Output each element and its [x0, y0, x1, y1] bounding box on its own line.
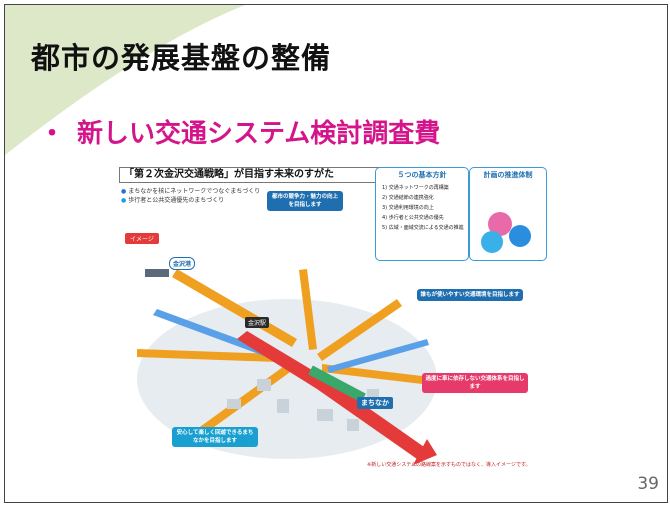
goal-bubble-competitiveness: 都市の競争力・魅力の向上を目指します: [267, 191, 343, 211]
corner-decoration: [5, 5, 245, 155]
goal-bubble-car-dependence: 過度に車に依存しない交通体系を目指します: [422, 373, 528, 393]
legend-item: 歩行者と公共交通優先のまちづくり: [121, 196, 260, 205]
figure-footnote: ※新しい交通システムの路線案を示すものではなく、導入イメージです。: [367, 462, 531, 468]
goal-bubble-environment: 誰もが使いやすい交通環境を目指します: [417, 289, 523, 301]
figure-legend: まちなかを核にネットワークでつなぐまちづくり 歩行者と公共交通優先のまちづくり: [121, 187, 260, 205]
page-number: 39: [637, 474, 659, 494]
system-box: 計画の推進体制: [469, 167, 547, 261]
policy-list: 1) 交通ネットワークの再構築 2) 交通結節の連携強化 3) 交通利用環境の向…: [382, 183, 468, 233]
figure-title: 「第２次金沢交通戦略」が目指す未来のすがた: [119, 167, 385, 183]
machinaka-label: まちなか: [357, 397, 393, 409]
policy-item: 5) 広域・面域交流による交通の推進: [382, 225, 464, 231]
bullet-item: ・新しい交通システム検討調査費: [39, 113, 440, 150]
system-diagram: [481, 212, 531, 253]
bullet-text: 新しい交通システム検討調査費: [77, 119, 441, 149]
system-heading: 計画の推進体制: [483, 171, 533, 179]
policy-item: 1) 交通ネットワークの再構築: [382, 185, 449, 191]
kanazawa-port-label: 金沢港: [169, 257, 196, 270]
slide: 都市の発展基盤の整備 ・新しい交通システム検討調査費 「第２次金沢交通戦略」が目…: [4, 4, 668, 503]
kanazawa-station-label: 金沢駅: [245, 317, 270, 328]
image-tag: イメージ: [125, 233, 159, 244]
policy-item: 2) 交通結節の連携強化: [382, 195, 434, 201]
bullet-marker: ・: [39, 119, 66, 149]
goal-bubble-safe-town: 安心して楽しく回遊できるまちなかを目指します: [172, 427, 258, 447]
transport-strategy-figure: 「第２次金沢交通戦略」が目指す未来のすがた まちなかを核にネットワークでつなぐま…: [117, 165, 547, 475]
policy-item: 4) 歩行者と公共交通の優先: [382, 215, 444, 221]
slide-title: 都市の発展基盤の整備: [31, 41, 332, 75]
policy-heading: ５つの基本方針: [397, 171, 447, 179]
policy-item: 3) 交通利用環境の向上: [382, 205, 434, 211]
policy-box: ５つの基本方針 1) 交通ネットワークの再構築 2) 交通結節の連携強化 3) …: [375, 167, 469, 261]
city-map-illustration: [137, 269, 447, 465]
legend-item: まちなかを核にネットワークでつなぐまちづくり: [121, 187, 260, 196]
